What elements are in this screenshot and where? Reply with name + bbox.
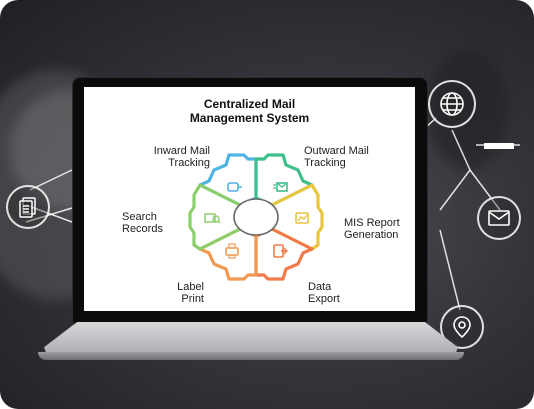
gear-center-hole [233,198,279,236]
mail-icon [477,196,521,240]
outward-mail-icon [273,182,288,192]
search-records-icon [204,213,221,224]
segment-mis-report-generation [270,183,324,251]
label-data-export: Data Export [308,281,340,305]
gear-diagram [188,153,324,281]
document-icon [6,185,50,229]
inward-mail-icon [227,182,242,192]
label-outward-mail-tracking: Outward Mail Tracking [304,145,369,169]
mis-report-icon [295,212,309,224]
diagram-title-line2: Management System [189,111,310,125]
label-print-icon [225,243,239,259]
label-mis-report-generation: MIS Report Generation [344,217,400,241]
label-inward-mail-tracking: Inward Mail Tracking [153,145,210,169]
data-export-icon [273,244,288,258]
globe-icon [428,80,476,128]
label-search-records: Search Records [122,211,163,235]
laptop-base-lip [38,352,464,360]
diagram-title-line1: Centralized Mail [203,97,296,111]
label-label-print: Label Print [177,281,204,305]
